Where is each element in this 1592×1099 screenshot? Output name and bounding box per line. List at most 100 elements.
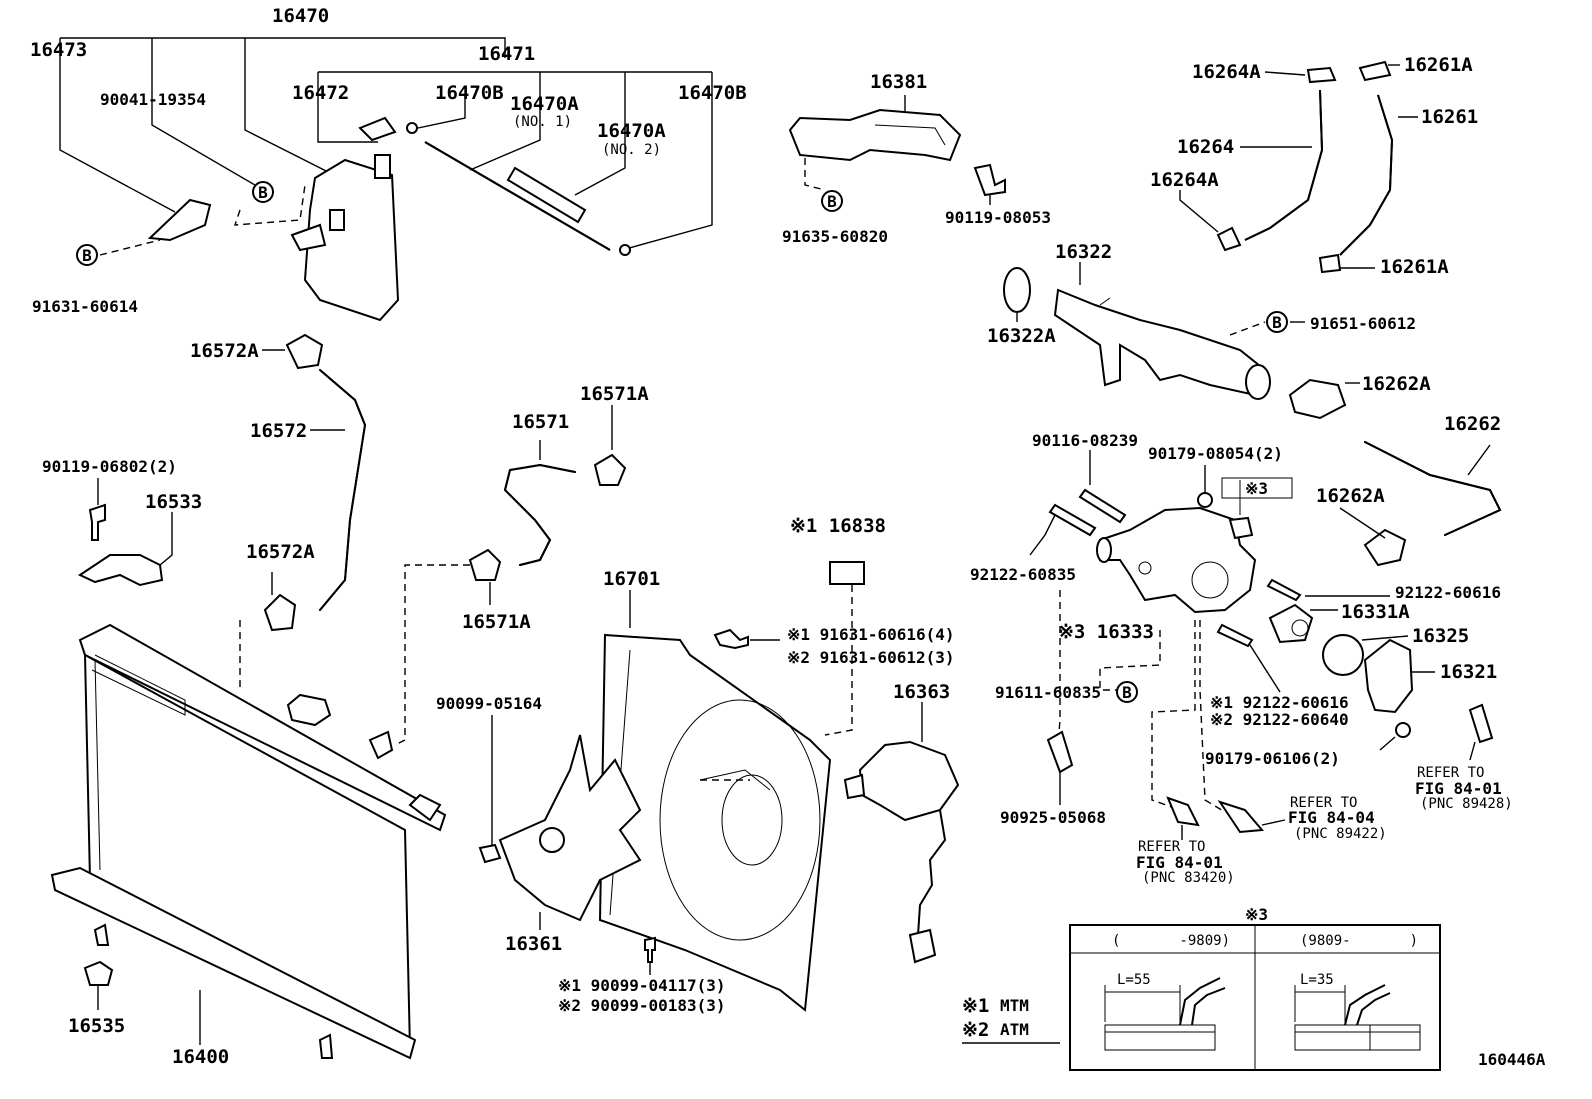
label-91631-60614: 91631-60614 <box>32 297 138 316</box>
label-90041-19354: 90041-19354 <box>100 90 206 109</box>
water-inlet-16321 <box>1363 638 1414 714</box>
label-16470A-2: 16470A <box>597 120 666 142</box>
label-91611-60835: 91611-60835 <box>995 683 1101 702</box>
label-16571A-2: 16571A <box>462 611 531 633</box>
label-91631-60616: ※1 91631-60616(4) <box>787 625 955 644</box>
label-16381: 16381 <box>870 71 927 93</box>
water-outlet-group <box>1029 450 1494 840</box>
detail-col2-header: (9809- ) <box>1300 933 1418 949</box>
thermostat-16331A <box>1268 603 1314 644</box>
detail-box-title: ※3 <box>1245 905 1268 924</box>
detail-col1-dim: L=55 <box>1117 972 1151 988</box>
label-16470B-2: 16470B <box>678 82 747 104</box>
bolt-90119-08053 <box>973 163 1006 197</box>
label-16535: 16535 <box>68 1015 125 1037</box>
label-16471: 16471 <box>478 43 535 65</box>
clamp-16261A-bottom <box>1318 253 1342 274</box>
ref-83420-line3: (PNC 83420) <box>1142 870 1235 886</box>
ref-89422-line1: REFER TO <box>1290 795 1357 811</box>
label-16361: 16361 <box>505 933 562 955</box>
clamp-16571A-bottom <box>468 548 502 581</box>
label-90099-00183: ※2 90099-00183(3) <box>558 996 726 1015</box>
label-90116-08239: 90116-08239 <box>1032 431 1138 450</box>
label-16261: 16261 <box>1421 106 1478 128</box>
stud-92122-60616-a <box>1266 578 1302 602</box>
fan-assembly <box>478 561 960 1012</box>
hose-16571 <box>503 463 576 566</box>
hose-16261 <box>1339 94 1394 256</box>
bracket-16381 <box>788 108 962 162</box>
label-16473: 16473 <box>30 39 87 61</box>
label-92122-60835: 92122-60835 <box>970 565 1076 584</box>
ref-89428-line2: FIG 84-01 <box>1415 779 1502 798</box>
clamp-16572A-top <box>285 333 324 370</box>
label-90925-05068: 90925-05068 <box>1000 808 1106 827</box>
drain-plug-16535 <box>83 960 114 986</box>
b-marker-3: B <box>827 192 837 211</box>
water-pipe-group <box>1003 262 1360 420</box>
sensor-90925-05068 <box>1046 730 1074 774</box>
label-16331A: 16331A <box>1341 601 1410 623</box>
label-16470A-1: 16470A <box>510 93 579 115</box>
hose-16262 <box>1364 441 1502 536</box>
clamp-16572A-bottom <box>263 593 297 632</box>
sensor-89428 <box>1468 703 1494 744</box>
b-marker-1: B <box>258 183 268 202</box>
motor-connector <box>908 928 937 964</box>
ref-83420-line1: REFER TO <box>1138 839 1205 855</box>
clamp-16264A-top <box>1306 66 1337 84</box>
stud-92122-60616-b <box>1216 623 1254 648</box>
label-16470A-2-note: (NO. 2) <box>602 142 661 158</box>
clamp-16261A-top <box>1358 60 1392 82</box>
label-90179-08054: 90179-08054(2) <box>1148 444 1283 463</box>
ref-89422-line2: FIG 84-04 <box>1288 808 1375 827</box>
ref-83420-line2: FIG 84-01 <box>1136 853 1223 872</box>
oring-16322A <box>1003 267 1031 313</box>
cooling-fan-16361 <box>498 734 642 922</box>
detail-col1-header: ( -9809) <box>1112 933 1230 949</box>
b-markers: B B B B B <box>76 181 1288 703</box>
label-16261A-1: 16261A <box>1404 54 1473 76</box>
label-16533: 16533 <box>145 491 202 513</box>
label-16701: 16701 <box>603 568 660 590</box>
label-90179-06106: 90179-06106(2) <box>1205 749 1340 768</box>
ref-89428-line3: (PNC 89428) <box>1420 796 1513 812</box>
legend-mark-1: ※1 <box>962 995 989 1017</box>
label-16262A-2: 16262A <box>1316 485 1385 507</box>
label-91631-60612: ※2 91631-60612(3) <box>787 648 955 667</box>
clamp-16571A-top <box>593 453 627 486</box>
reservoir-cap <box>358 116 397 142</box>
legend: ※1 MTM ※2 ATM <box>962 995 1060 1044</box>
label-16572: 16572 <box>250 420 307 442</box>
screw-90099-04117 <box>644 936 656 963</box>
label-91651-60612: 91651-60612 <box>1310 314 1416 333</box>
label-92122-60616: 92122-60616 <box>1395 583 1501 602</box>
clamp-16262A-1 <box>1288 378 1347 420</box>
fan-motor-16363 <box>858 740 960 822</box>
reservoir-group <box>59 37 713 322</box>
figure-id: 160446A <box>1478 1050 1546 1069</box>
label-16571A-1: 16571A <box>580 383 649 405</box>
label-16472: 16472 <box>292 82 349 104</box>
label-16262: 16262 <box>1444 413 1501 435</box>
label-16571: 16571 <box>512 411 569 433</box>
label-16264A-1: 16264A <box>1192 61 1261 83</box>
label-16363: 16363 <box>893 681 950 703</box>
detail-box-note-3: ※3 ( -9809) (9809- ) L=55 L=35 <box>1069 905 1441 1071</box>
legend-mark-2: ※2 <box>962 1019 989 1041</box>
label-16322A: 16322A <box>987 325 1056 347</box>
hose-16262-group <box>1339 441 1502 567</box>
nut-90099-05164 <box>478 843 502 864</box>
connector-16838 <box>829 561 865 585</box>
radiator-hoses-group <box>239 333 627 746</box>
detail-col2-dim: L=35 <box>1300 972 1334 988</box>
bracket-16473 <box>147 198 212 242</box>
label-92122-60640-atm: ※2 92122-60640 <box>1210 710 1349 729</box>
legend-mtm: MTM <box>1000 996 1029 1015</box>
sensor-89422 <box>1217 800 1265 834</box>
water-outlet-16333 <box>1099 506 1257 614</box>
bolt-91631-60616 <box>713 628 749 650</box>
fan-shroud-16701 <box>598 633 832 1012</box>
clamp-16264A-bottom <box>1216 226 1242 252</box>
